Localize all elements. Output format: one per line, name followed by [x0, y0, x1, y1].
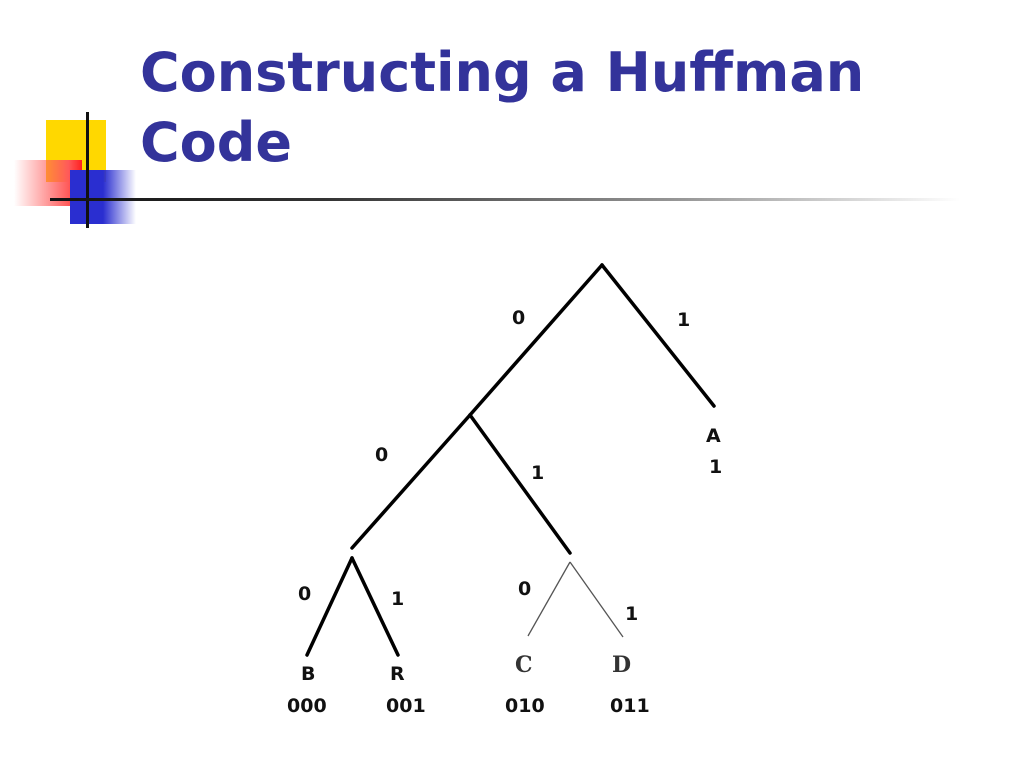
leaf-d-symbol: D	[612, 652, 631, 678]
edge-left-left	[350, 413, 472, 550]
tree-edges-thin	[527, 561, 624, 638]
edge-label-ll-left: 0	[298, 583, 311, 605]
leaf-r-code: 001	[386, 695, 426, 717]
decor-vertical-line	[86, 112, 89, 228]
leaf-c-symbol: C	[515, 652, 533, 678]
leaf-b-symbol: B	[301, 663, 315, 685]
edge-root-right	[600, 263, 716, 408]
edge-lr-right	[569, 561, 624, 638]
decor-blue-square	[70, 170, 136, 224]
edge-left-right	[468, 413, 572, 555]
edge-label-root-left: 0	[512, 307, 525, 329]
edge-lr-left	[527, 561, 571, 637]
edge-ll-right	[350, 556, 400, 657]
slide-title-line-1: Constructing a Huffman	[140, 41, 865, 104]
edge-label-left-left: 0	[375, 444, 388, 466]
slide-title: Constructing a Huffman Code	[140, 38, 1000, 178]
title-underline	[50, 198, 960, 201]
edge-label-root-right: 1	[677, 309, 690, 331]
edge-label-lr-left: 0	[518, 578, 531, 600]
leaf-r-symbol: R	[390, 663, 405, 685]
leaf-b-code: 000	[287, 695, 327, 717]
edge-label-lr-right: 1	[625, 603, 638, 625]
leaf-d-code: 011	[610, 695, 650, 717]
edge-root-left	[468, 263, 604, 417]
slide-title-line-2: Code	[140, 111, 293, 174]
leaf-a-code: 1	[709, 456, 722, 478]
leaf-c-code: 010	[505, 695, 545, 717]
edge-ll-left	[305, 556, 354, 657]
edge-label-ll-right: 1	[391, 588, 404, 610]
tree-edges	[305, 263, 716, 657]
edge-label-left-right: 1	[531, 462, 544, 484]
leaf-a-symbol: A	[706, 425, 721, 447]
